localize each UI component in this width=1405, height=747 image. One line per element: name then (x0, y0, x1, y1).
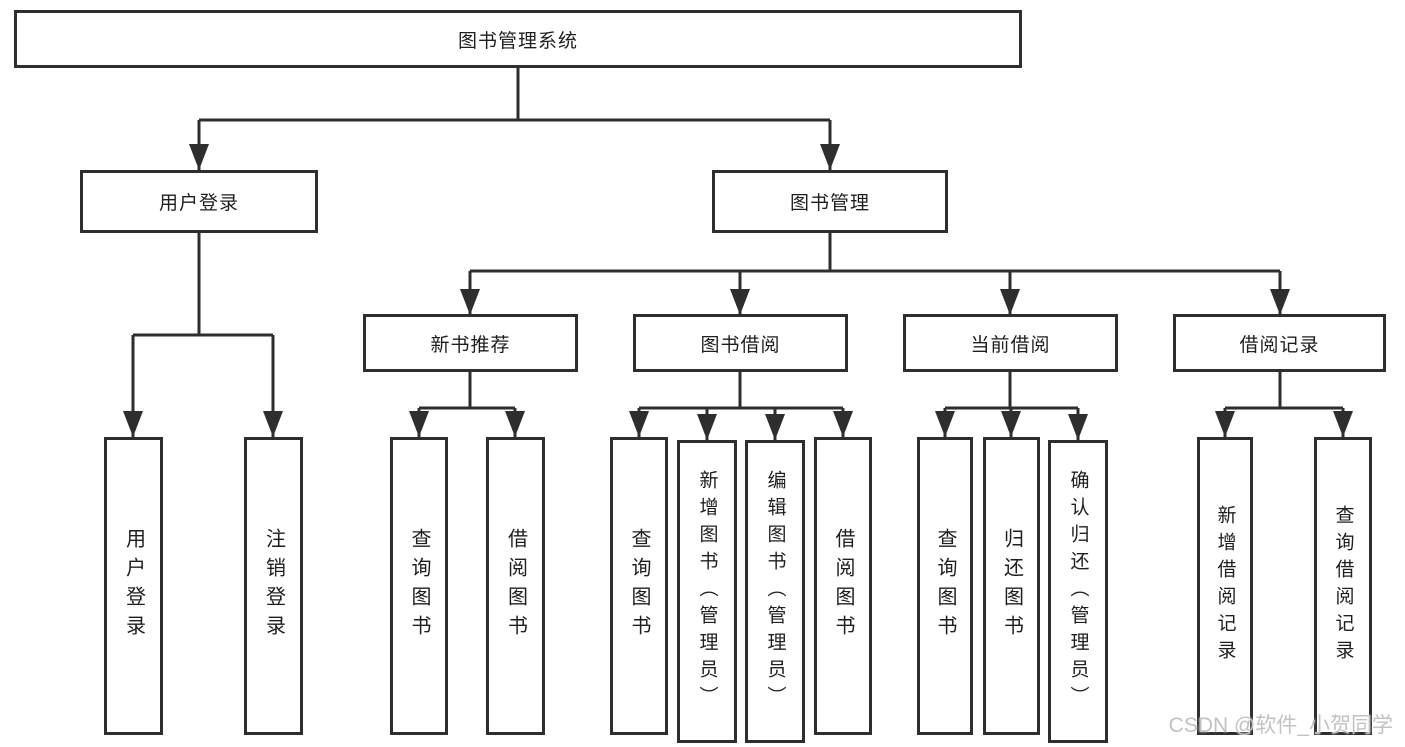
node-user-login-branch-label: 用户登录 (158, 193, 239, 214)
csdn-watermark: CSDN @软件_小贺同学 (1168, 714, 1393, 737)
leaf-borrowing-borrow-books-label: 借阅图书 (832, 528, 854, 644)
node-book-borrowing: 图书借阅 (633, 314, 848, 372)
leaf-newbook-borrow-books: 借阅图书 (486, 437, 545, 735)
node-borrow-records: 借阅记录 (1173, 314, 1386, 372)
leaf-logout: 注销登录 (244, 437, 303, 735)
leaf-user-login-label: 用户登录 (122, 528, 145, 644)
leaf-records-add-record-label: 新增借阅记录 (1214, 505, 1236, 667)
leaf-current-return-books-label: 归还图书 (1000, 528, 1023, 644)
node-root-library-system: 图书管理系统 (14, 10, 1022, 68)
leaf-borrowing-edit-books-admin-label: 编辑图书（管理员） (764, 470, 786, 713)
leaf-current-query-books-label: 查询图书 (934, 528, 956, 644)
leaf-borrowing-add-books-admin: 新增图书（管理员） (677, 440, 737, 743)
node-book-borrowing-label: 图书借阅 (700, 334, 781, 356)
leaf-records-query-record-label: 查询借阅记录 (1332, 505, 1354, 667)
node-borrow-records-label: 借阅记录 (1239, 334, 1320, 356)
node-current-borrowing-label: 当前借阅 (970, 334, 1051, 356)
leaf-newbook-query-books: 查询图书 (390, 437, 448, 735)
leaf-records-query-record: 查询借阅记录 (1314, 437, 1372, 735)
leaf-newbook-query-books-label: 查询图书 (408, 528, 430, 644)
node-book-management-branch: 图书管理 (712, 170, 948, 233)
leaf-current-confirm-return-admin: 确认归还（管理员） (1048, 440, 1108, 743)
node-book-management-branch-label: 图书管理 (789, 193, 870, 214)
leaf-borrowing-add-books-admin-label: 新增图书（管理员） (696, 470, 718, 713)
node-root-label: 图书管理系统 (457, 30, 578, 52)
leaf-records-add-record: 新增借阅记录 (1197, 437, 1253, 735)
connector-lines (131, 68, 1345, 440)
leaf-current-confirm-return-admin-label: 确认归还（管理员） (1067, 470, 1089, 713)
leaf-logout-label: 注销登录 (262, 528, 285, 644)
leaf-newbook-borrow-books-label: 借阅图书 (504, 528, 527, 644)
leaf-borrowing-borrow-books: 借阅图书 (814, 437, 872, 735)
node-new-book-recommend-label: 新书推荐 (430, 334, 511, 356)
node-current-borrowing: 当前借阅 (903, 314, 1118, 372)
node-user-login-branch: 用户登录 (80, 170, 318, 233)
arrowheads (123, 144, 1353, 440)
leaf-current-return-books: 归还图书 (983, 437, 1040, 735)
leaf-user-login: 用户登录 (104, 437, 163, 735)
leaf-borrowing-query-books-label: 查询图书 (628, 528, 650, 644)
leaf-borrowing-query-books: 查询图书 (610, 437, 668, 735)
node-new-book-recommend: 新书推荐 (363, 314, 578, 372)
leaf-borrowing-edit-books-admin: 编辑图书（管理员） (745, 440, 805, 743)
leaf-current-query-books: 查询图书 (917, 437, 973, 735)
